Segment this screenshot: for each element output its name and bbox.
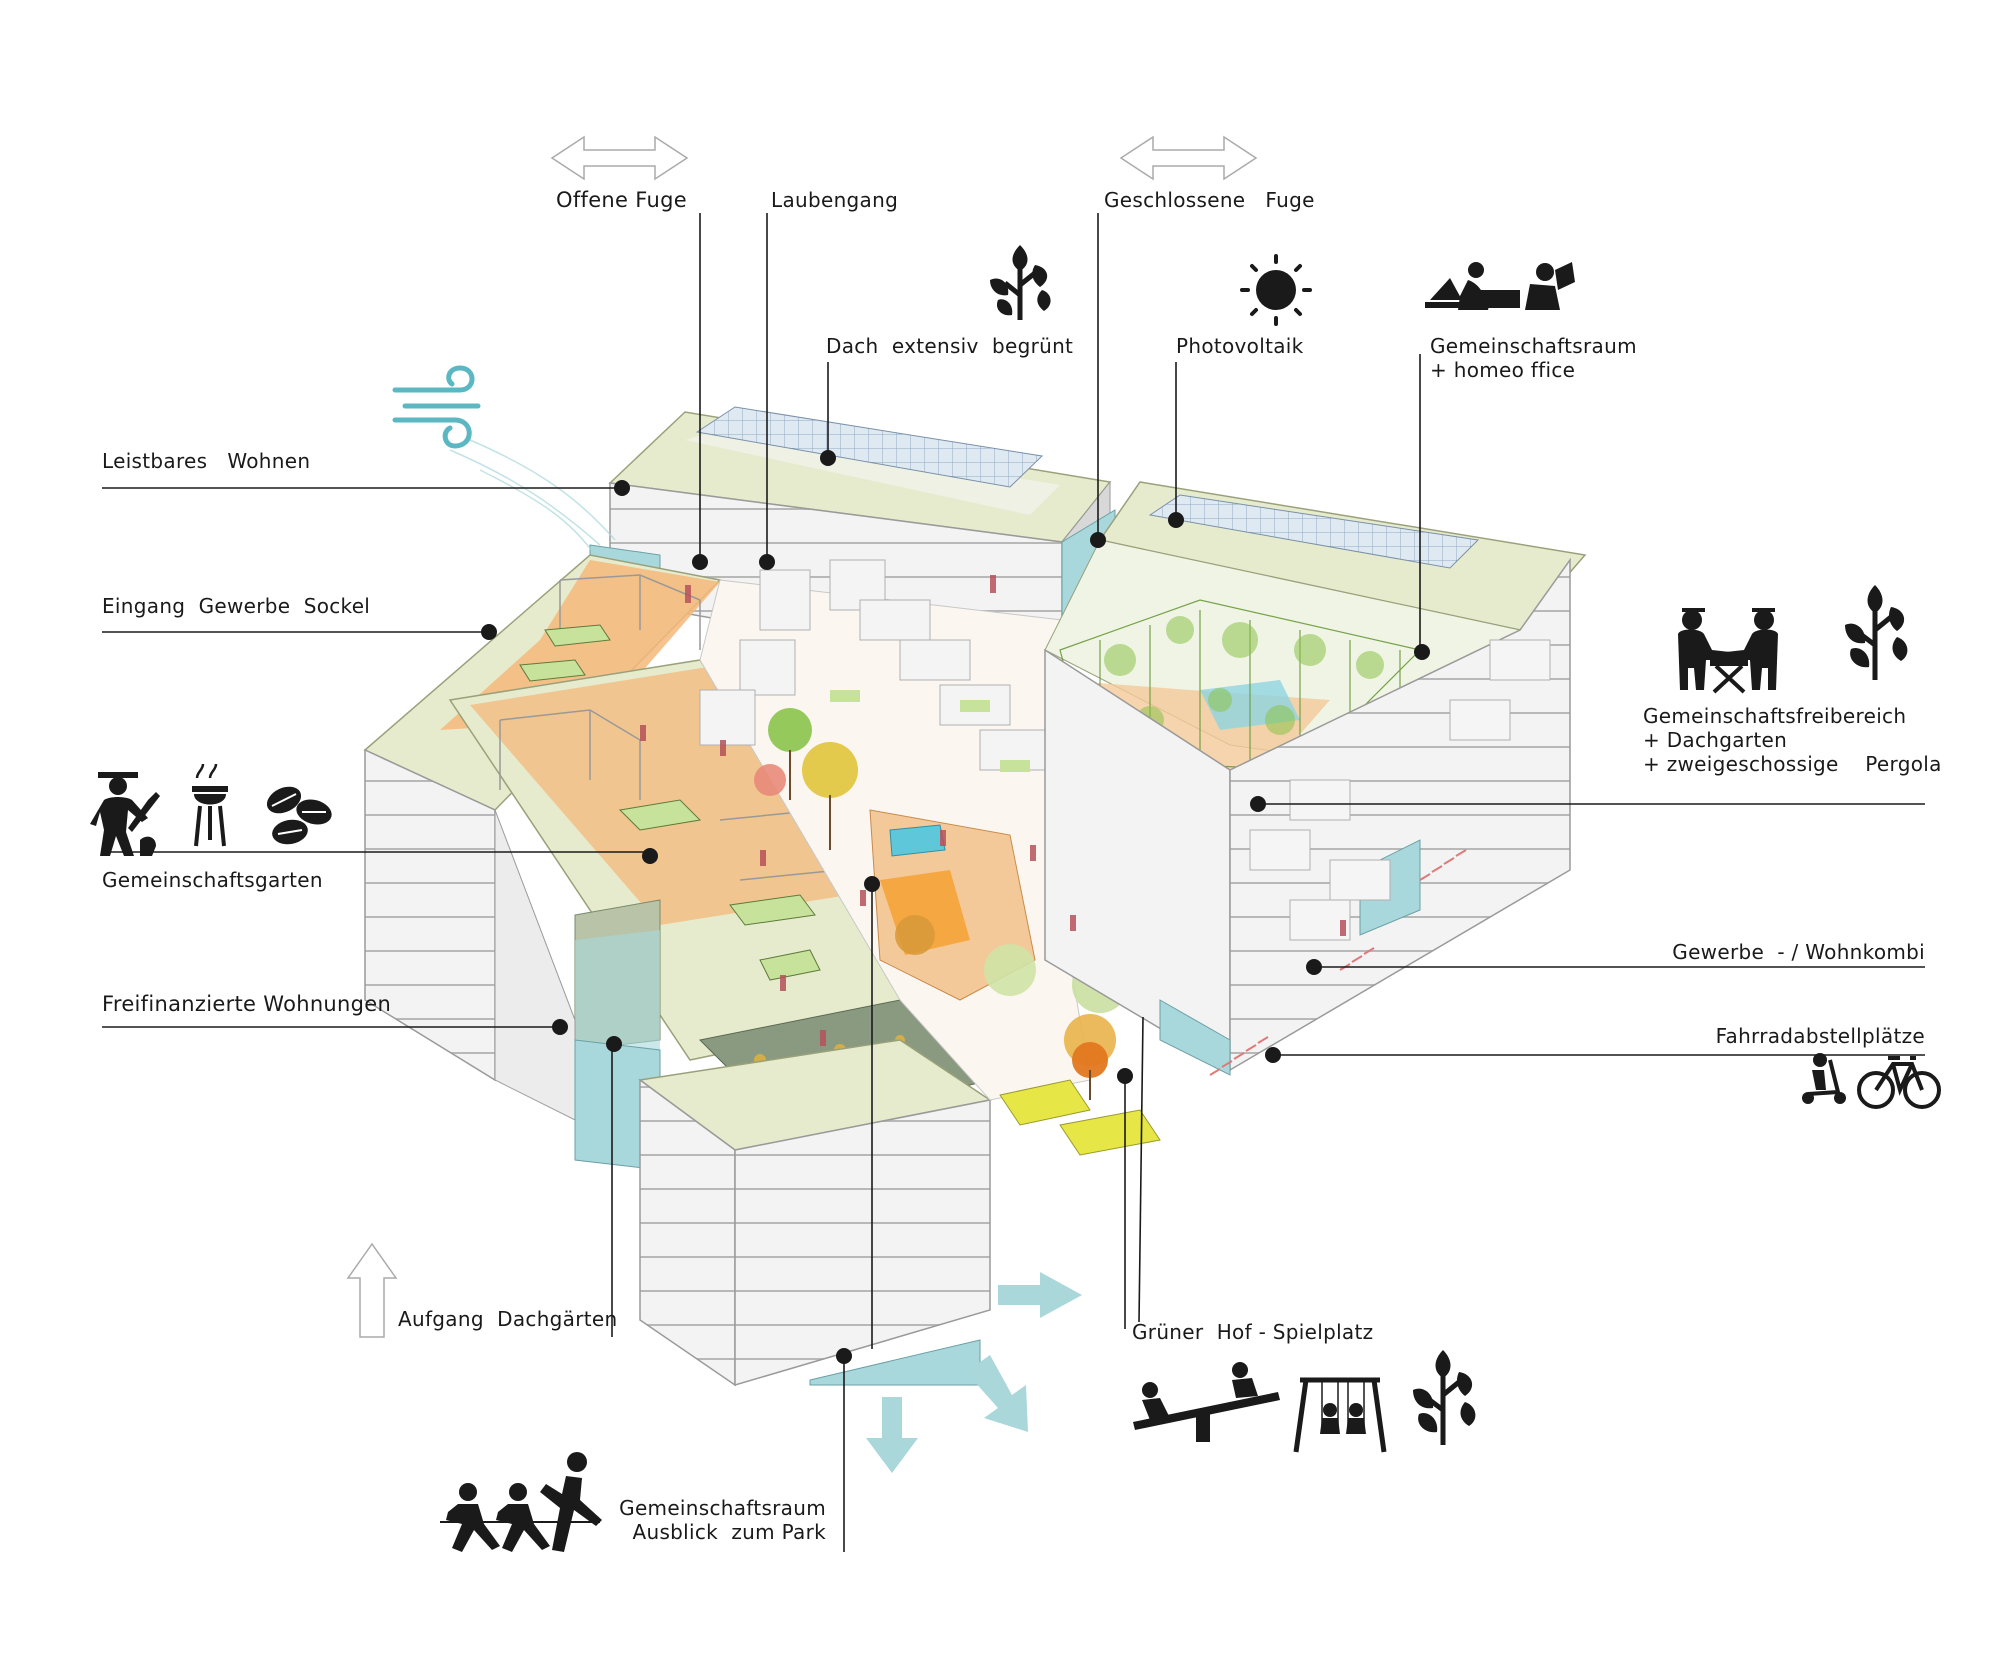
label-gruener-hof-spielplatz: Grüner Hof - Spielplatz <box>1132 1320 1374 1344</box>
pool <box>889 824 946 857</box>
label-gemeinschaftsfreibereich: Gemeinschaftsfreibereich + Dachgarten + … <box>1643 704 1942 776</box>
label-gemeinschaftsgarten: Gemeinschaftsgarten <box>102 868 323 892</box>
swing-icon <box>1293 1377 1387 1453</box>
label-eingang-gewerbe-sockel: Eingang Gewerbe Sockel <box>102 594 371 618</box>
leader-dots <box>481 450 1430 1364</box>
building-east <box>1044 481 1587 1076</box>
flow-arrow-icon <box>866 1272 1082 1473</box>
up-arrow-icon <box>346 1242 398 1338</box>
label-leistbares-wohnen: Leistbares Wohnen <box>102 449 311 473</box>
tree-icon <box>990 245 1051 320</box>
double-arrow-icon <box>1119 135 1258 181</box>
label-aufgang-dachgaerten: Aufgang Dachgärten <box>398 1307 618 1331</box>
handshake-table-icon <box>1678 608 1778 694</box>
building-west-wing <box>363 554 992 1387</box>
wind-icon <box>392 365 481 449</box>
label-fahrradabstellplaetze: Fahrradabstellplätze <box>1715 1024 1925 1048</box>
label-gemeinschaftsraum-homeoffice: Gemeinschaftsraum + homeo ffice <box>1430 334 1637 382</box>
label-gewerbe-wohnkombi: Gewerbe - / Wohnkombi <box>1672 940 1925 964</box>
label-geschlossene-fuge: Geschlossene Fuge <box>1104 188 1315 212</box>
label-offene-fuge: Offene Fuge <box>556 188 687 212</box>
label-freifinanzierte-wohnungen: Freifinanzierte Wohnungen <box>102 992 392 1016</box>
label-photovoltaik: Photovoltaik <box>1176 334 1304 358</box>
people-figures <box>640 575 1346 1046</box>
photovoltaic-panel <box>695 406 1044 488</box>
sun-icon <box>1240 254 1312 326</box>
label-laubengang: Laubengang <box>771 188 899 212</box>
laptop-reading-icon <box>1425 262 1575 310</box>
gardener-icon <box>90 772 160 856</box>
tree-icon <box>1413 1350 1476 1445</box>
leader-lines <box>102 213 1925 1552</box>
tree-icon <box>1845 585 1908 680</box>
bicycle-icon <box>1857 1056 1941 1109</box>
seeds-icon <box>266 786 332 845</box>
photovoltaic-panel-east <box>1148 494 1480 569</box>
label-dach-extensiv: Dach extensiv begrünt <box>826 334 1074 358</box>
wind-flow <box>449 439 616 556</box>
exercise-group-icon <box>440 1452 602 1552</box>
label-gemeinschaftsraum-park: Gemeinschaftsraum Ausblick zum Park <box>619 1496 826 1544</box>
grill-icon <box>192 763 228 847</box>
scooter-icon <box>1802 1053 1846 1104</box>
seesaw-icon <box>1133 1362 1280 1442</box>
double-arrow-icon <box>550 135 689 181</box>
